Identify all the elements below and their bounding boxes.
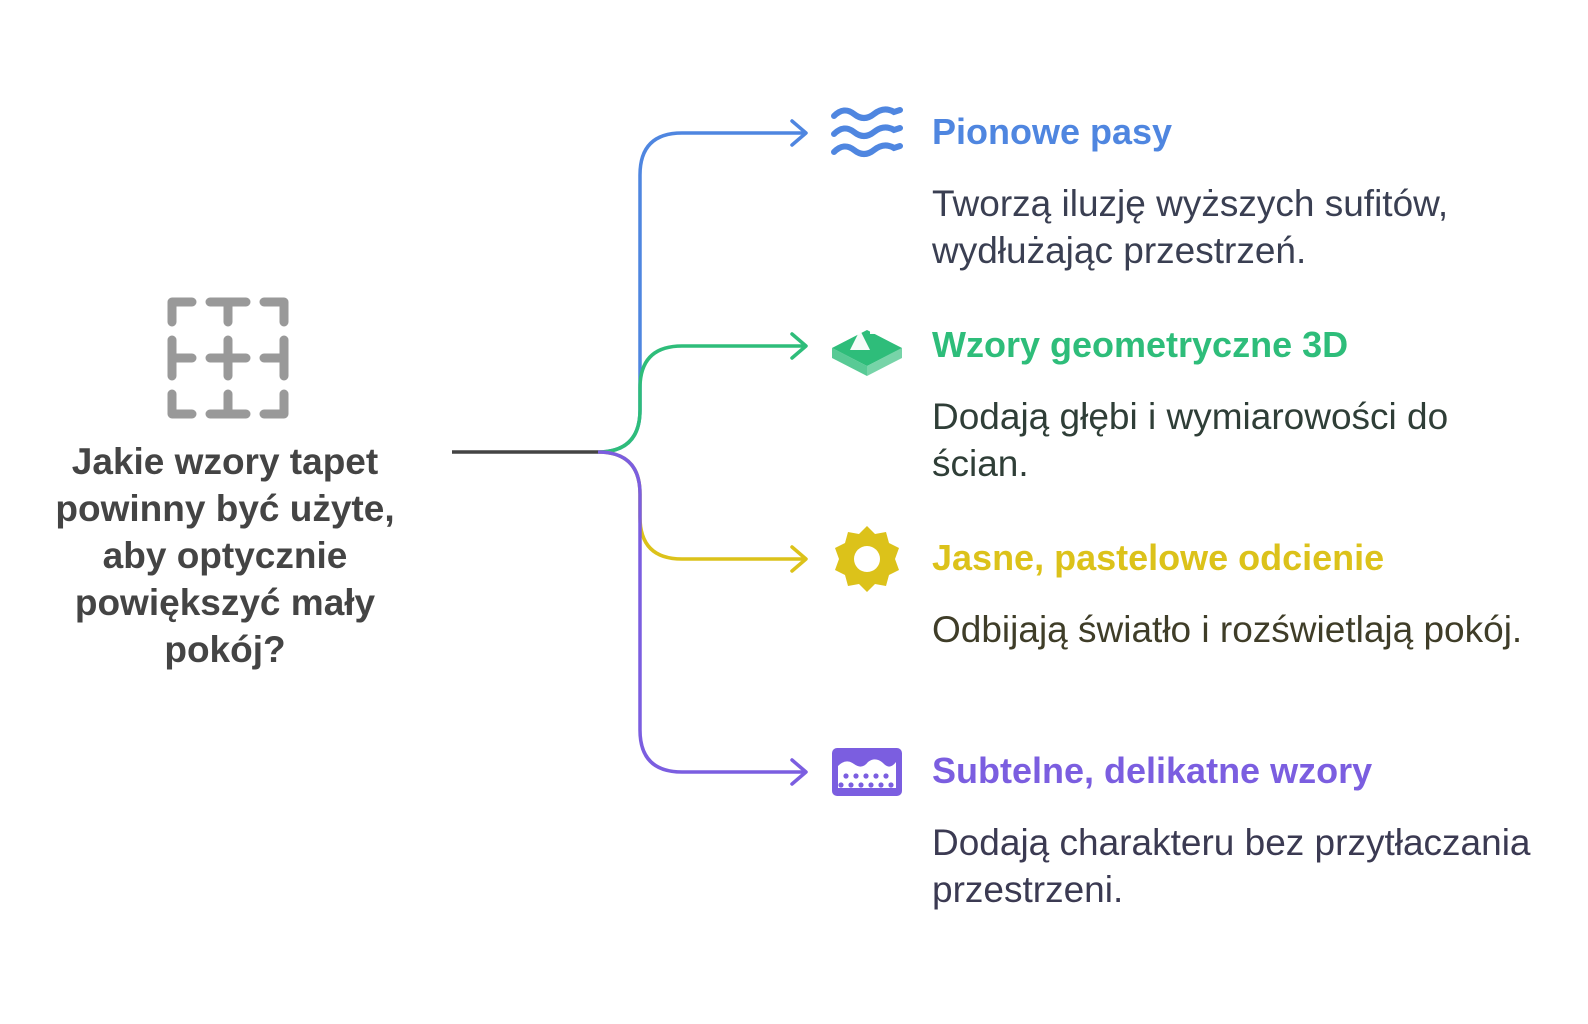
branch-connector-pionowe-pasy — [597, 119, 808, 454]
branch-description-jasne-odcienie: Odbijają światło i rozświetlają pokój. — [932, 609, 1523, 650]
branch-title-jasne-odcienie: Jasne, pastelowe odcienie — [932, 537, 1385, 578]
grid-layout-icon — [166, 296, 290, 420]
branch-description-subtelne-wzory: Dodają charakteru bez przytłaczania prze… — [932, 822, 1531, 910]
branch-title-subtelne-wzory: Subtelne, delikatne wzory — [932, 750, 1373, 791]
sun-icon — [828, 524, 906, 592]
branch-title-pionowe-pasy: Pionowe pasy — [932, 111, 1173, 152]
branch-connector-jasne-odcienie — [597, 450, 808, 573]
branch-connector-wzory-3d — [597, 332, 808, 454]
branch-description-wzory-3d: Dodają głębi i wymiarowości do ścian. — [932, 396, 1449, 484]
waves-icon — [828, 100, 906, 166]
3d-shapes-icon — [828, 310, 906, 376]
branch-title-wzory-3d: Wzory geometryczne 3D — [932, 324, 1349, 365]
root-question: Jakie wzory tapet powinny być użyte, aby… — [55, 441, 395, 670]
texture-pattern-icon — [828, 740, 906, 806]
branch-connector-subtelne-wzory — [597, 450, 808, 786]
branch-description-pionowe-pasy: Tworzą iluzję wyższych sufitów, wydłużaj… — [932, 183, 1449, 271]
